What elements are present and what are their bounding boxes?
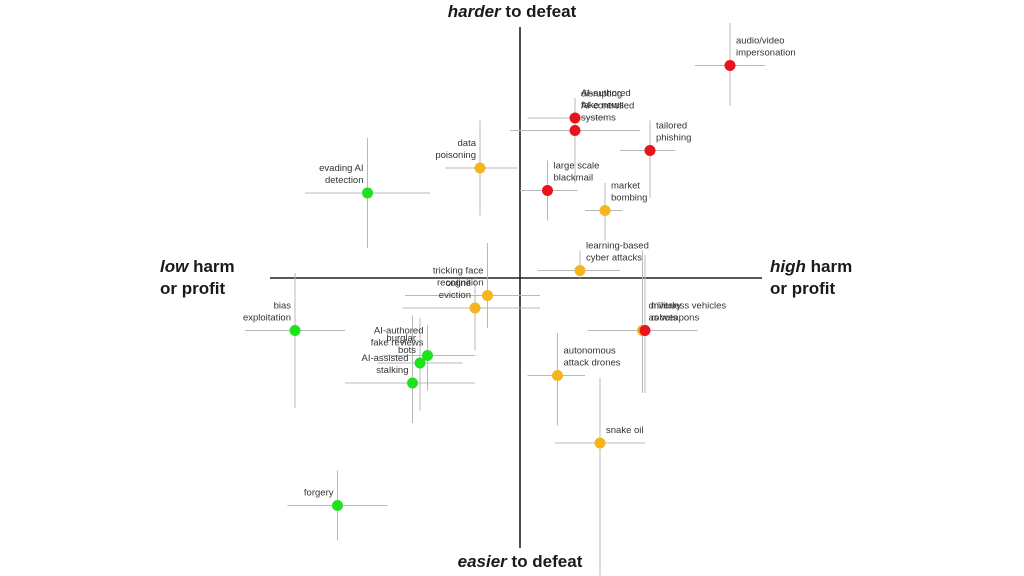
point-label-line: bias bbox=[274, 301, 292, 312]
x-axis-right-emphasis: high bbox=[770, 257, 806, 276]
point-label-forgery: forgery bbox=[304, 488, 334, 499]
point-autonomous-attack-drones bbox=[552, 370, 563, 381]
point-label-line: bombing bbox=[611, 193, 647, 204]
point-bias-exploitation bbox=[289, 325, 301, 336]
x-axis-right-line1: high harm bbox=[770, 256, 852, 278]
point-label-line: recognition bbox=[437, 278, 483, 289]
point-label-line: learning-based bbox=[586, 241, 649, 252]
point-snake-oil bbox=[594, 437, 606, 449]
point-audio-video-impersonation bbox=[724, 60, 736, 71]
y-axis-top-rest: to defeat bbox=[500, 2, 577, 21]
point-label-line: bots bbox=[398, 345, 416, 356]
point-learning-based-cyber-attacks bbox=[574, 265, 586, 276]
point-label-line: phishing bbox=[656, 133, 691, 144]
point-label-line: disrupting bbox=[581, 89, 622, 100]
x-axis-left-line2: or profit bbox=[160, 279, 226, 298]
point-ai-assisted-stalking bbox=[407, 377, 418, 389]
point-online-eviction bbox=[469, 302, 481, 314]
y-axis-bottom-emphasis: easier bbox=[457, 552, 507, 571]
x-axis-left-rest1: harm bbox=[188, 257, 235, 276]
point-market-bombing bbox=[599, 205, 611, 216]
point-label-line: exploitation bbox=[243, 313, 291, 324]
point-label-line: tricking face bbox=[433, 266, 484, 277]
point-label-line: AI-controlled bbox=[581, 101, 634, 112]
point-data-poisoning bbox=[474, 162, 486, 174]
point-ai-authored-fake-news bbox=[569, 112, 581, 124]
point-label-line: military bbox=[651, 301, 681, 312]
point-label-line: snake oil bbox=[606, 425, 644, 436]
point-label-line: fake news bbox=[581, 100, 624, 111]
point-forgery bbox=[332, 500, 343, 511]
y-axis-top-label: harder to defeat bbox=[448, 1, 576, 23]
point-label-line: poisoning bbox=[435, 150, 476, 161]
point-label-line: AI-authored bbox=[374, 326, 424, 337]
point-label-line: eviction bbox=[439, 290, 471, 301]
point-label-line: autonomous bbox=[564, 346, 617, 357]
y-axis-bottom-label: easier to defeat bbox=[458, 551, 583, 573]
point-ai-authored-fake-reviews bbox=[422, 350, 433, 361]
point-label-line: evading AI bbox=[319, 163, 363, 174]
point-evading-ai-detection bbox=[362, 187, 373, 199]
point-label-line: large scale bbox=[554, 161, 600, 172]
x-axis-left-emphasis: low bbox=[160, 257, 189, 276]
point-tailored-phishing bbox=[644, 145, 656, 156]
x-axis-right-rest1: harm bbox=[805, 257, 853, 276]
point-label-line: forgery bbox=[304, 488, 334, 499]
point-label-line: impersonation bbox=[736, 48, 796, 59]
point-disrupting-ai-controlled-systems bbox=[569, 125, 581, 136]
point-label-snake-oil: snake oil bbox=[606, 425, 644, 436]
x-axis-left-line1: low harm bbox=[160, 256, 235, 278]
point-label-line: tailored bbox=[656, 121, 687, 132]
point-label-line: fake reviews bbox=[371, 338, 424, 349]
point-label-line: burglar bbox=[386, 333, 416, 344]
point-military-robots bbox=[639, 325, 651, 336]
point-label-line: driverless vehicles bbox=[649, 301, 727, 312]
y-axis-bottom-rest: to defeat bbox=[506, 552, 583, 571]
point-label-line: online bbox=[446, 278, 471, 289]
point-label-line: as weapons bbox=[649, 313, 700, 324]
x-axis-left-label: low harm or profit bbox=[160, 256, 235, 300]
x-axis-right-label: high harm or profit bbox=[770, 256, 852, 300]
point-label-line: detection bbox=[325, 175, 364, 186]
point-label-line: blackmail bbox=[554, 173, 594, 184]
point-label-line: stalking bbox=[376, 365, 408, 376]
point-label-line: AI-assisted bbox=[362, 353, 409, 364]
point-label-line: systems bbox=[581, 113, 616, 124]
point-tricking-face-recognition bbox=[482, 290, 493, 301]
point-label-line: data bbox=[458, 138, 477, 149]
point-label-line: attack drones bbox=[564, 358, 621, 369]
point-label-line: market bbox=[611, 181, 640, 192]
point-label-line: AI-authored bbox=[581, 88, 631, 99]
point-large-scale-blackmail bbox=[542, 185, 553, 196]
point-label-line: cyber attacks bbox=[586, 253, 642, 264]
point-label-line: audio/video bbox=[736, 36, 785, 47]
point-label-line: robots bbox=[651, 313, 678, 324]
y-axis-top-emphasis: harder bbox=[447, 2, 501, 21]
x-axis-right-line2: or profit bbox=[770, 279, 836, 298]
point-burglar-bots bbox=[414, 357, 426, 369]
